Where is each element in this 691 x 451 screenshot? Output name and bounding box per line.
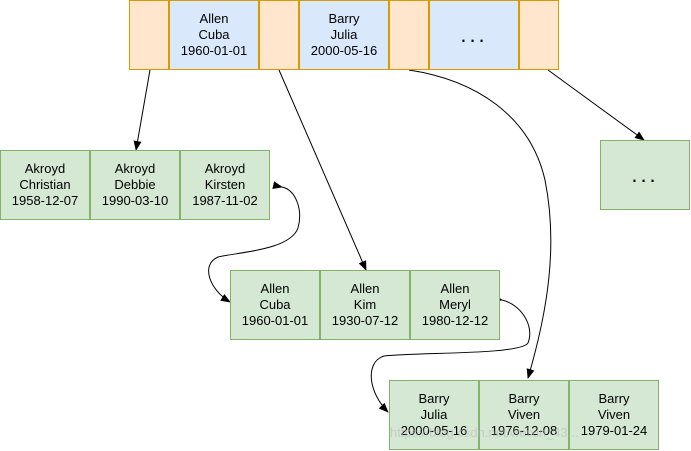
- leaf-barry-key-1-first: Viven: [507, 407, 541, 422]
- leaf-allen-key-2-date: 1980-12-12: [421, 313, 489, 328]
- leaf-allen-key-1: Allen Kim 1930-07-12: [320, 270, 410, 340]
- leaf-allen-key-1-name: Allen: [350, 281, 380, 296]
- leaf-barry-key-1: Barry Viven 1976-12-08: [479, 380, 569, 450]
- root-key-1-first: Julia: [330, 27, 358, 42]
- leaf-akroyd-key-0-first: Christian: [19, 177, 71, 192]
- leaf-akroyd-key-1-date: 1990-03-10: [101, 193, 169, 208]
- leaf-akroyd-key-1-name: Akroyd: [114, 161, 156, 176]
- leaf-akroyd-key-1: Akroyd Debbie 1990-03-10: [90, 150, 180, 220]
- leaf-akroyd-key-2-first: Kirsten: [204, 177, 246, 192]
- edge-root-to-allen: [278, 69, 367, 271]
- root-ellipsis: ...: [460, 22, 488, 47]
- leaf-barry-key-2-date: 1979-01-24: [580, 423, 648, 438]
- watermark: https://blog.csdn.net/weixin_43...: [390, 425, 579, 440]
- leaf-barry-key-0-name: Barry: [418, 391, 450, 406]
- root-key-0-name: Allen: [199, 11, 229, 26]
- leaf-akroyd-key-0-name: Akroyd: [24, 161, 66, 176]
- leaf-barry-key-1-name: Barry: [508, 391, 540, 406]
- leaf-allen-key-2-first: Meryl: [439, 297, 471, 312]
- root-key-1: Barry Julia 2000-05-16: [299, 0, 389, 70]
- edge-root-to-more: [547, 69, 645, 141]
- leaf-barry-key-0-first: Julia: [420, 407, 448, 422]
- leaf-allen-key-1-first: Kim: [353, 297, 377, 312]
- leaf-barry-key-0: Barry Julia 2000-05-16: [389, 380, 479, 450]
- root-key-more: ...: [429, 0, 519, 70]
- leaf-akroyd-key-0: Akroyd Christian 1958-12-07: [0, 150, 90, 220]
- leaf-barry-key-1-date: 1976-12-08: [490, 423, 558, 438]
- leaf-allen-key-0-first: Cuba: [259, 297, 291, 312]
- leaf-barry-key-2-name: Barry: [598, 391, 630, 406]
- leaf-barry-key-2-first: Viven: [597, 407, 631, 422]
- root-key-0-date: 1960-01-01: [180, 43, 248, 58]
- leaf-akroyd-key-2-date: 1987-11-02: [192, 193, 258, 208]
- root-pointer-1: [259, 0, 299, 70]
- sibling-link-akroyd-allen: [208, 181, 301, 303]
- leaf-allen-key-0: Allen Cuba 1960-01-01: [230, 270, 320, 340]
- leaf-allen-key-2: Allen Meryl 1980-12-12: [410, 270, 500, 340]
- root-pointer-0: [129, 0, 169, 70]
- edge-root-to-akroyd: [133, 69, 151, 151]
- root-key-0: Allen Cuba 1960-01-01: [169, 0, 259, 70]
- root-pointer-3: [519, 0, 559, 70]
- leaf-akroyd-key-1-first: Debbie: [114, 177, 156, 192]
- root-key-0-first: Cuba: [198, 27, 230, 42]
- leaf-allen-key-0-date: 1960-01-01: [241, 313, 309, 328]
- leaf-allen-key-1-date: 1930-07-12: [331, 313, 399, 328]
- root-key-1-name: Barry: [328, 11, 360, 26]
- leaf-more: ...: [600, 140, 690, 210]
- sibling-link-allen-barry: [370, 294, 531, 413]
- leaf-akroyd-key-0-date: 1958-12-07: [11, 193, 79, 208]
- leaf-akroyd-key-2: Akroyd Kirsten 1987-11-02: [180, 150, 270, 220]
- leaf-allen-key-2-name: Allen: [440, 281, 470, 296]
- leaf-barry-key-0-date: 2000-05-16: [400, 423, 468, 438]
- leaf-more-ellipsis: ...: [631, 162, 659, 187]
- root-pointer-2: [389, 0, 429, 70]
- root-key-1-date: 2000-05-16: [310, 43, 378, 58]
- edge-root-to-barry: [408, 69, 552, 379]
- leaf-akroyd-key-2-name: Akroyd: [204, 161, 246, 176]
- leaf-barry-key-2: Barry Viven 1979-01-24: [569, 380, 659, 450]
- leaf-allen-key-0-name: Allen: [260, 281, 290, 296]
